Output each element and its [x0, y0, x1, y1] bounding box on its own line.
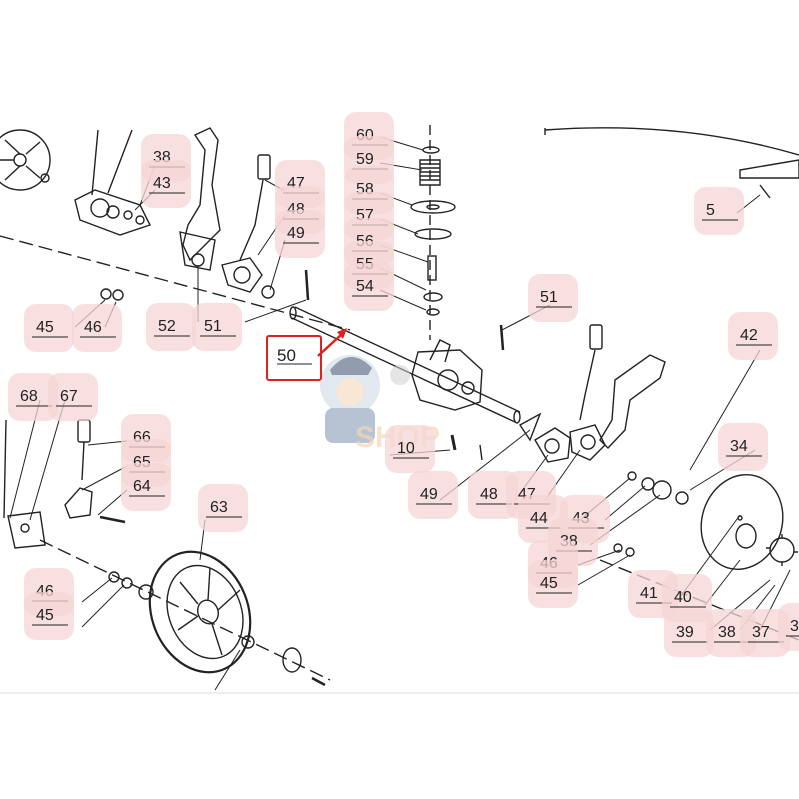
callout-10: 10: [385, 425, 435, 473]
callout-45: 45: [528, 560, 578, 608]
highlight-label: 50: [277, 346, 296, 365]
callout-51: 51: [528, 274, 578, 322]
callout-45: 45: [24, 304, 74, 352]
callout-number: 44: [530, 510, 548, 527]
callout-bubble: [408, 471, 458, 519]
callout-49: 49: [275, 210, 325, 258]
callout-37: 37: [740, 609, 790, 657]
highlight-50: 50: [266, 328, 347, 381]
callout-63: 63: [198, 484, 248, 532]
callout-48: 48: [468, 471, 518, 519]
callout-5: 5: [694, 187, 744, 235]
callout-bubble: [24, 304, 74, 352]
callout-number: 3: [790, 618, 799, 635]
callout-bubble: [385, 425, 435, 473]
callout-number: 49: [287, 225, 305, 242]
callout-number: 41: [640, 585, 658, 602]
callout-54: 54: [344, 263, 394, 311]
callout-number: 40: [674, 589, 692, 606]
callout-bubble: [192, 303, 242, 351]
callout-number: 42: [740, 327, 758, 344]
callout-bubble: [121, 463, 171, 511]
callout-number: 51: [540, 289, 558, 306]
callout-39: 39: [664, 609, 714, 657]
callout-52: 52: [146, 303, 196, 351]
callout-bubble: [728, 312, 778, 360]
callout-number: 54: [356, 278, 374, 295]
callout-labels: 6059585756555438434748494546525151542686…: [8, 112, 799, 657]
callout-45: 45: [24, 592, 74, 640]
callout-46: 46: [72, 304, 122, 352]
callout-number: 67: [60, 388, 78, 405]
callout-number: 39: [676, 624, 694, 641]
callout-number: 34: [730, 438, 748, 455]
callout-3: 3: [778, 603, 799, 651]
callout-number: 45: [540, 575, 558, 592]
callout-number: 43: [153, 175, 171, 192]
callout-bubble: [275, 210, 325, 258]
callout-bubble: [72, 304, 122, 352]
callout-49: 49: [408, 471, 458, 519]
callout-number: 45: [36, 319, 54, 336]
callout-67: 67: [48, 373, 98, 421]
callout-number: 5: [706, 202, 715, 219]
callout-bubble: [718, 423, 768, 471]
callout-bubble: [528, 560, 578, 608]
callout-number: 68: [20, 388, 38, 405]
callout-bubble: [198, 484, 248, 532]
callout-bubble: [528, 274, 578, 322]
callout-43: 43: [141, 160, 191, 208]
callout-bubble: [24, 592, 74, 640]
callout-51: 51: [192, 303, 242, 351]
callout-bubble: [141, 160, 191, 208]
callout-number: 37: [752, 624, 770, 641]
callout-bubble: [8, 373, 58, 421]
callout-number: 51: [204, 318, 222, 335]
callout-34: 34: [718, 423, 768, 471]
callout-number: 59: [356, 151, 374, 168]
callout-number: 52: [158, 318, 176, 335]
callout-bubble: [664, 609, 714, 657]
callout-bubble: [48, 373, 98, 421]
callout-number: 46: [84, 319, 102, 336]
callout-bubble: [694, 187, 744, 235]
callout-bubble: [468, 471, 518, 519]
callout-68: 68: [8, 373, 58, 421]
callout-number: 49: [420, 486, 438, 503]
callout-42: 42: [728, 312, 778, 360]
callout-bubble: [778, 603, 799, 651]
callout-number: 38: [718, 624, 736, 641]
callout-number: 48: [480, 486, 498, 503]
callout-number: 63: [210, 499, 228, 516]
callout-bubble: [146, 303, 196, 351]
callout-number: 45: [36, 607, 54, 624]
callout-number: 10: [397, 440, 415, 457]
callout-bubble: [740, 609, 790, 657]
callout-64: 64: [121, 463, 171, 511]
callout-number: 64: [133, 478, 151, 495]
callout-bubble: [344, 263, 394, 311]
